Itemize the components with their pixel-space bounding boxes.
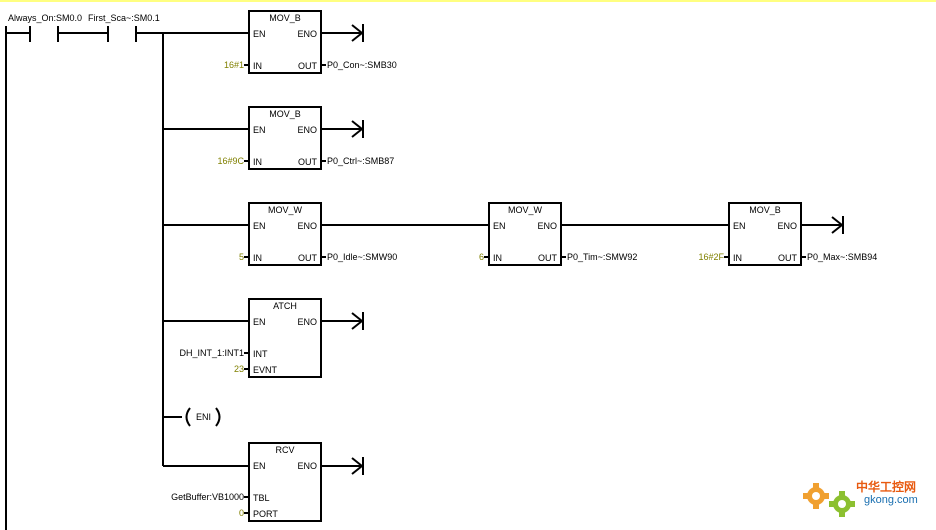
int-operand: DH_INT_1:INT1 <box>179 348 244 358</box>
coil-label: ENI <box>196 412 212 422</box>
block-title: MOV_B <box>749 205 781 215</box>
watermark-logo: 中华工控网 gkong.com <box>800 472 930 522</box>
eno-pin: ENO <box>297 29 317 39</box>
watermark-text-cn: 中华工控网 <box>856 480 917 494</box>
block-title: MOV_W <box>507 205 542 215</box>
in-operand: 16#2F <box>698 252 724 262</box>
mov-w-block[interactable]: MOV_W EN ENO IN OUT <box>248 202 322 266</box>
eno-pin: ENO <box>297 125 317 135</box>
out-pin: OUT <box>298 253 317 263</box>
mov-w-block[interactable]: MOV_W EN ENO IN OUT <box>488 202 562 266</box>
eno-pin: ENO <box>297 317 317 327</box>
int-pin: INT <box>253 349 268 359</box>
tbl-pin: TBL <box>253 493 270 503</box>
out-operand: P0_Tim~:SMW92 <box>567 252 638 262</box>
eno-pin: ENO <box>297 221 317 231</box>
rcv-block[interactable]: RCV EN ENO TBL PORT <box>248 442 322 522</box>
block-title: MOV_W <box>267 205 302 215</box>
in-pin: IN <box>493 253 502 263</box>
block-title: MOV_B <box>269 109 301 119</box>
eno-pin: ENO <box>297 461 317 471</box>
contact-label-always-on: Always_On:SM0.0 <box>8 13 83 23</box>
coil-eni[interactable] <box>185 407 221 427</box>
contact-always-on[interactable] <box>6 26 108 42</box>
out-operand: P0_Con~:SMB30 <box>327 60 397 70</box>
eno-output-arrow <box>800 216 844 234</box>
rung-wires <box>136 32 730 467</box>
block-title: RCV <box>275 445 295 455</box>
window-top-edge <box>0 0 936 2</box>
out-operand: P0_Idle~:SMW90 <box>327 252 398 262</box>
in-pin: IN <box>733 253 742 263</box>
eno-output-arrow <box>320 24 364 42</box>
port-operand: 0 <box>238 508 244 518</box>
en-pin: EN <box>253 461 266 471</box>
mov-b-block[interactable]: MOV_B EN ENO IN OUT <box>728 202 802 266</box>
in-operand: 6 <box>478 252 484 262</box>
en-pin: EN <box>253 29 266 39</box>
watermark-text-en: gkong.com <box>864 494 918 506</box>
en-pin: EN <box>253 125 266 135</box>
en-pin: EN <box>493 221 506 231</box>
eno-output-arrow <box>320 312 364 330</box>
tbl-operand: GetBuffer:VB1000 <box>171 492 244 502</box>
out-operand: P0_Ctrl~:SMB87 <box>327 156 395 166</box>
atch-block[interactable]: ATCH EN ENO INT EVNT <box>248 298 322 378</box>
in-operand: 5 <box>238 252 244 262</box>
mov-b-block[interactable]: MOV_B EN ENO IN OUT <box>248 10 322 74</box>
eno-pin: ENO <box>537 221 557 231</box>
contact-first-scan[interactable] <box>107 26 137 42</box>
in-pin: IN <box>253 61 262 71</box>
contact-label-first-scan: First_Sca~:SM0.1 <box>88 13 160 23</box>
in-operand: 16#1 <box>223 60 244 70</box>
evnt-operand: 23 <box>233 364 244 374</box>
mov-b-block[interactable]: MOV_B EN ENO IN OUT <box>248 106 322 170</box>
block-title: MOV_B <box>269 13 301 23</box>
eno-output-arrow <box>320 457 364 475</box>
out-pin: OUT <box>538 253 557 263</box>
in-pin: IN <box>253 157 262 167</box>
port-pin: PORT <box>253 509 278 519</box>
gear-icon <box>803 483 855 517</box>
evnt-pin: EVNT <box>253 365 278 375</box>
eno-output-arrow <box>320 120 364 138</box>
in-pin: IN <box>253 253 262 263</box>
out-pin: OUT <box>298 157 317 167</box>
en-pin: EN <box>253 317 266 327</box>
block-title: ATCH <box>273 301 297 311</box>
en-pin: EN <box>253 221 266 231</box>
out-pin: OUT <box>778 253 797 263</box>
pin-stubs <box>244 64 806 514</box>
en-pin: EN <box>733 221 746 231</box>
out-operand: P0_Max~:SMB94 <box>807 252 878 262</box>
eno-pin: ENO <box>777 221 797 231</box>
out-pin: OUT <box>298 61 317 71</box>
in-operand: 16#9C <box>217 156 244 166</box>
